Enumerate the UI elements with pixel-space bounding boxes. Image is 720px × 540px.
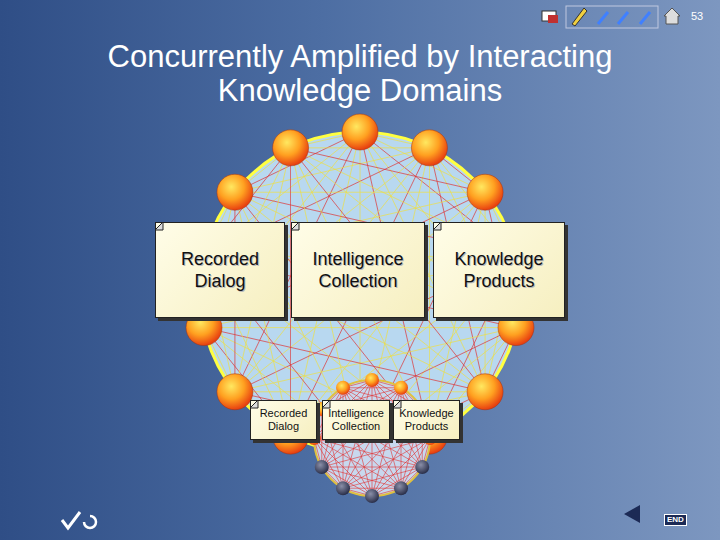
note-card: Recorded Dialog <box>250 400 317 440</box>
card-text: Recorded Dialog <box>251 407 316 433</box>
inner-network-line <box>314 438 343 488</box>
domain-orb <box>217 174 253 210</box>
card-text: Knowledge Products <box>434 248 564 292</box>
inner-network-line <box>322 467 372 496</box>
network-line <box>291 148 486 192</box>
domain-orb <box>217 374 253 410</box>
card-fold <box>433 222 443 232</box>
inner-network-line <box>322 467 422 468</box>
inner-network-line <box>314 438 401 488</box>
network-line <box>204 327 516 328</box>
inner-orb <box>394 381 408 395</box>
domain-orb <box>467 374 503 410</box>
network-line <box>235 148 430 192</box>
inner-network-line <box>343 387 401 388</box>
card-fold <box>250 400 260 410</box>
inner-network-line <box>322 388 401 467</box>
domain-orb <box>342 114 378 150</box>
inner-orb <box>336 381 350 395</box>
card-text: Recorded Dialog <box>156 248 284 292</box>
page-number: 53 <box>691 10 703 22</box>
toolbar <box>542 6 680 28</box>
inner-network-line <box>314 438 422 467</box>
card-fold <box>322 400 332 410</box>
inner-orb <box>415 460 429 474</box>
card-fold <box>393 400 403 410</box>
inner-network-line <box>322 438 430 467</box>
inner-orb <box>315 460 329 474</box>
domain-orb <box>467 174 503 210</box>
card-text: Intelligence Collection <box>292 248 424 292</box>
nav-icons <box>62 505 640 528</box>
card-text: Intelligence Collection <box>323 407 389 433</box>
note-card: Knowledge Products <box>393 400 460 440</box>
inner-orb <box>394 481 408 495</box>
end-button: END <box>664 514 687 526</box>
note-card: Intelligence Collection <box>291 222 425 318</box>
network-line <box>235 192 485 193</box>
inner-orb <box>365 489 379 503</box>
inner-network-line <box>343 488 401 489</box>
inner-orb <box>365 373 379 387</box>
network-line <box>429 148 430 436</box>
card-fold <box>155 222 165 232</box>
inner-orb <box>336 481 350 495</box>
note-card: Intelligence Collection <box>322 400 390 440</box>
slide-title: Concurrently Amplified by Interacting Kn… <box>60 40 660 108</box>
note-card: Knowledge Products <box>433 222 565 318</box>
card-text: Knowledge Products <box>394 407 459 433</box>
domain-orb <box>273 130 309 166</box>
card-fold <box>291 222 301 232</box>
note-card: Recorded Dialog <box>155 222 285 318</box>
domain-orb <box>411 130 447 166</box>
